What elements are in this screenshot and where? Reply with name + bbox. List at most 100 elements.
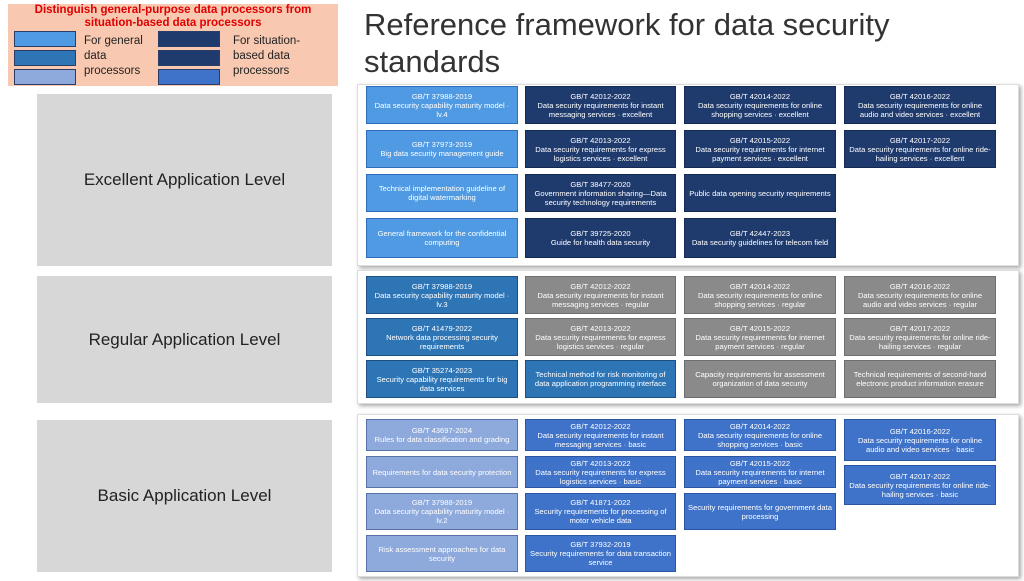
situation-swatch-3 [158,69,220,85]
standard-code: GB/T 37932-2019 [570,540,631,549]
situation-swatch-2 [158,50,220,66]
standard-name: Data security requirements for online sh… [697,290,823,309]
standard-name: Public data opening security requirement… [689,188,831,198]
standard-name: Data security capability maturity model … [374,507,510,525]
situation-swatch-1 [158,31,220,47]
standard-code: GB/T 42447-2023 [729,229,791,238]
standard-name: Data security requirements for express l… [535,144,666,163]
standard-name: Data security requirements for online au… [857,435,983,454]
standard-box-excellent: General framework for the confidential c… [366,218,518,258]
general-label: For general data processors [84,35,143,77]
standard-code: GB/T 41871-2022 [570,498,631,507]
level-label-excellent: Excellent Application Level [37,94,332,266]
standard-name: Requirements for data security protectio… [372,467,512,477]
standard-box-regular: Technical method for risk monitoring of … [525,360,676,398]
general-swatch-1 [14,31,76,47]
standard-name: Data security requirements for online au… [857,290,983,309]
standard-name: Security capability requirements for big… [376,374,508,393]
standard-code: GB/T 42014-2022 [729,281,791,291]
standard-box-basic: Risk assessment approaches for data secu… [366,535,518,572]
standard-name: Technical requirements of second-hand el… [853,370,987,388]
standard-code: GB/T 42013-2022 [570,135,631,145]
standard-name: Security requirements for data transacti… [530,549,671,567]
standard-name: Rules for data classification and gradin… [374,435,510,444]
standard-box-excellent: Public data opening security requirement… [684,174,836,212]
standard-name: Capacity requirements for assessment org… [695,370,825,388]
standard-code: GB/T 42012-2022 [570,91,631,101]
page-title: Reference framework for data security st… [364,7,890,79]
standard-name: Data security requirements for express l… [535,332,666,351]
standard-box-regular: Capacity requirements for assessment org… [684,360,836,398]
standard-code: GB/T 42016-2022 [889,281,951,291]
standard-name: Data security requirements for instant m… [537,100,664,119]
standard-code: GB/T 42013-2022 [570,458,631,468]
standard-name: Network data processing security require… [386,332,498,351]
standard-code: GB/T 41479-2022 [411,323,473,333]
standard-name: Data security requirements for internet … [695,332,825,351]
standard-name: Security requirements for government dat… [688,502,832,521]
standard-name: Data security requirements for online ri… [849,144,991,163]
standard-name: Data security requirements for online sh… [697,100,823,119]
standard-name: Data security requirements for express l… [535,467,666,486]
standard-code: GB/T 42012-2022 [570,421,631,431]
standard-name: Risk assessment approaches for data secu… [378,544,506,563]
standard-code: GB/T 42015-2022 [729,458,791,468]
level-label-regular: Regular Application Level [37,276,332,403]
standard-code: GB/T 42012-2022 [570,281,631,291]
standard-name: Data security guidelines for telecom fie… [691,238,829,247]
standard-box-excellent: Technical implementation guideline of di… [366,174,518,212]
legend-title-line1: Distinguish general-purpose data process… [34,4,312,16]
standard-box-basic: Security requirements for government dat… [684,493,836,530]
standard-name: Government information sharing—Data secu… [534,188,667,207]
standard-code: GB/T 42014-2022 [729,91,791,101]
standard-code: GB/T 42015-2022 [729,135,791,145]
standard-box-regular: Technical requirements of second-hand el… [844,360,996,398]
standard-code: GB/T 37973-2019 [411,140,473,149]
standard-box-basic: Requirements for data security protectio… [366,456,518,488]
standard-code: GB/T 37988-2019 [411,91,473,101]
standard-code: GB/T 37988-2019 [411,281,473,291]
level-label-basic: Basic Application Level [37,420,332,572]
standard-code: GB/T 42017-2022 [889,323,951,333]
standard-name: Data security requirements for instant m… [537,290,664,309]
standard-name: General framework for the confidential c… [377,229,507,247]
standard-name: Technical method for risk monitoring of … [534,370,667,388]
standard-code: GB/T 43697-2024 [411,426,473,435]
standard-code: GB/T 42017-2022 [889,471,951,481]
standard-name: Technical implementation guideline of di… [378,184,506,202]
standard-name: Data security requirements for internet … [695,144,825,163]
standard-name: Data security capability maturity model … [374,100,510,119]
legend-title-line2: situation-based data processors [84,17,262,29]
general-swatch-3 [14,69,76,85]
standard-code: GB/T 38477-2020 [570,179,631,189]
standard-name: Guide for health data security [550,238,651,247]
standard-code: GB/T 42015-2022 [729,323,791,333]
standard-name: Data security requirements for online au… [857,100,983,119]
legend: Distinguish general-purpose data process… [8,4,338,86]
standard-code: GB/T 37988-2019 [411,498,473,507]
